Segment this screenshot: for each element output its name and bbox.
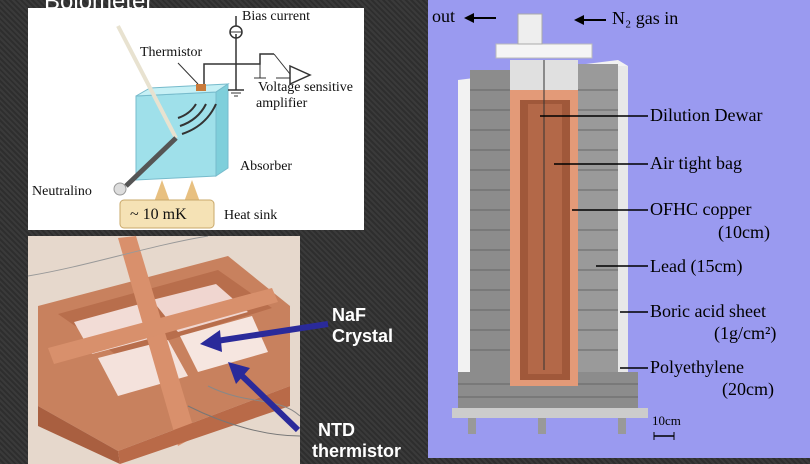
- boric-label-1: Boric acid sheet: [650, 301, 766, 321]
- temperature-label: ~ 10 mK: [130, 206, 187, 223]
- outgoing-track: [124, 136, 178, 188]
- ntd-label-2: thermistor: [312, 441, 402, 461]
- heat-sink-label: Heat sink: [224, 208, 278, 223]
- naf-label-1: NaF: [332, 305, 367, 325]
- ntd-label-1: NTD: [318, 420, 355, 440]
- lead-right: [578, 64, 618, 390]
- copper-label-1: OFHC copper: [650, 199, 752, 219]
- neutralino-particle: [113, 182, 127, 196]
- thermistor-chip: [196, 84, 206, 91]
- callout-arrows: [200, 321, 329, 433]
- scale-label: 10cm: [652, 413, 681, 428]
- detector-photo: [28, 236, 300, 464]
- shielding-diagram: out N₂ gas in Dilution Dewar Air tight b…: [428, 0, 810, 458]
- amplifier-icon: [289, 64, 312, 86]
- shield-cutaway: [452, 13, 675, 440]
- bias-current-label: Bias current: [242, 9, 311, 24]
- incoming-track: [116, 25, 178, 139]
- out-label: out: [432, 6, 456, 26]
- naf-arrow: [209, 321, 329, 345]
- air-tight-bag-label: Air tight bag: [650, 153, 742, 173]
- neutralino-label: Neutralino: [32, 184, 92, 199]
- dilution-dewar-label: Dilution Dewar: [650, 105, 763, 125]
- copper-holder-photo: [28, 236, 300, 464]
- naf-label-2: Crystal: [332, 326, 394, 346]
- boric-label-2: (1g/cm²): [714, 323, 777, 343]
- poly-label-1: Polyethylene: [650, 357, 744, 377]
- lead-label: Lead (15cm): [650, 256, 743, 276]
- amplifier-label-1: Voltage sensitive: [258, 80, 354, 95]
- thermistor-label: Thermistor: [140, 45, 203, 60]
- heat-sink-block: [119, 199, 215, 229]
- bolometer-schematic: [113, 16, 312, 229]
- amplifier-label-2: amplifier: [256, 96, 308, 111]
- poly-label-2: (20cm): [722, 379, 774, 399]
- ntd-arrow: [233, 367, 301, 433]
- copper-label-2: (10cm): [718, 222, 770, 242]
- bolometer-diagram: Bias current Thermistor Voltage sensitiv…: [28, 8, 364, 230]
- gas-in-label: N₂ gas in: [612, 8, 679, 28]
- absorber-label: Absorber: [240, 159, 293, 174]
